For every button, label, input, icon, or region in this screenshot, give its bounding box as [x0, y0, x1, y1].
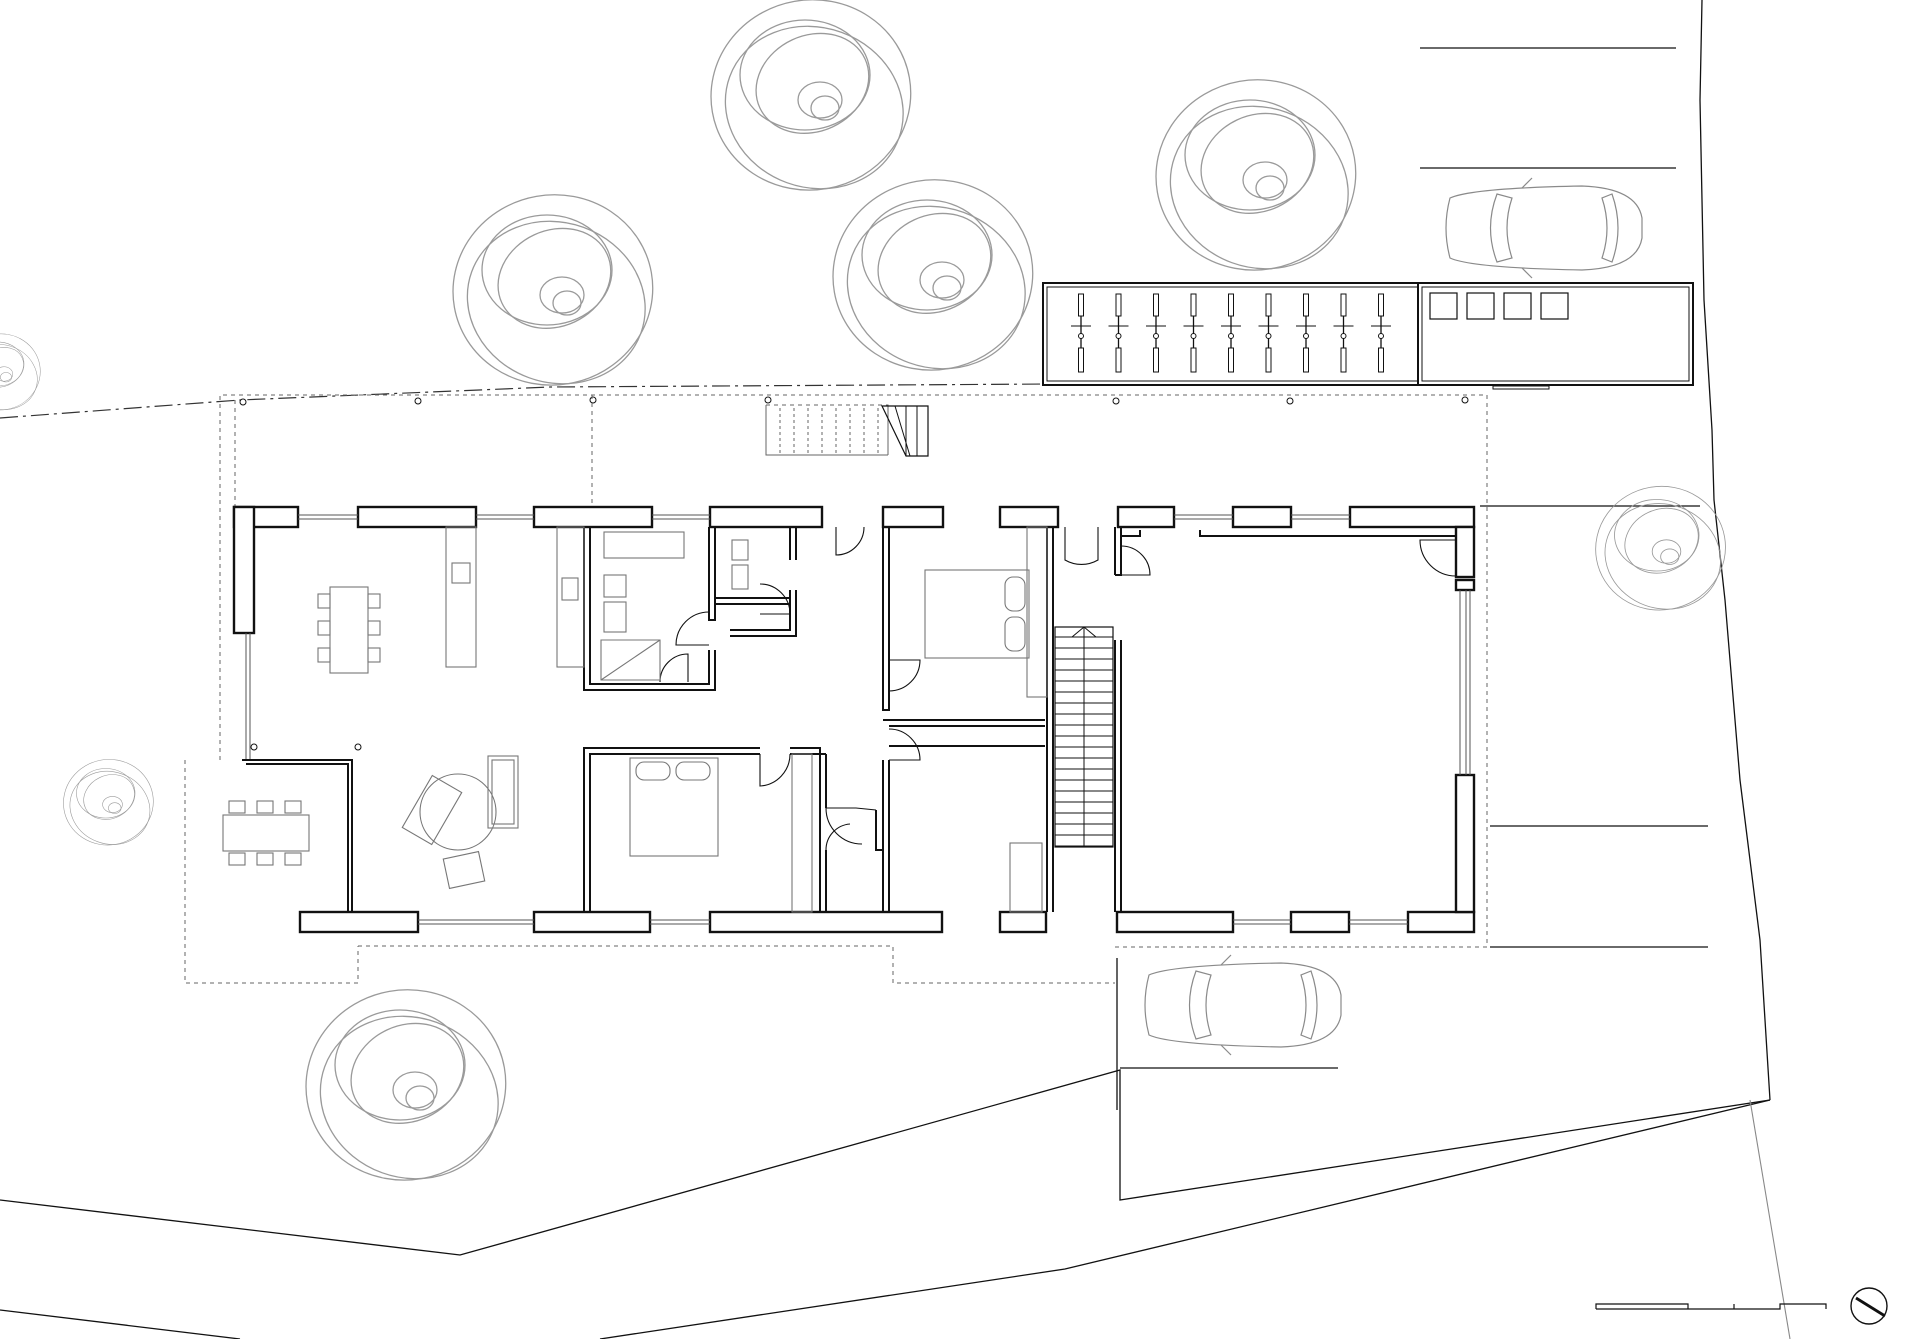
tree-symbol [1595, 485, 1726, 611]
tree-symbol [710, 0, 912, 191]
north-wall [232, 505, 1476, 635]
tree-symbol [832, 179, 1034, 371]
interior-walls [583, 527, 1456, 913]
bicycle-symbol [1183, 293, 1204, 373]
property-line [0, 383, 1490, 419]
survey-points [239, 396, 1469, 406]
bicycle-symbol [1296, 293, 1316, 373]
bicycle-symbol [1146, 293, 1166, 373]
east-wall [1454, 525, 1476, 914]
site-boundary-lines [0, 0, 1791, 1339]
south-wall [298, 910, 1476, 934]
north-arrow-icon [1850, 1287, 1888, 1325]
west-wall [242, 633, 353, 915]
trees [0, 0, 1726, 1181]
cars [1144, 177, 1643, 1056]
tree-symbol [63, 759, 154, 846]
bike-shed [1042, 282, 1694, 390]
columns [250, 743, 362, 751]
furniture [222, 526, 1048, 913]
bicycle-symbol [1333, 293, 1354, 373]
bins [1429, 292, 1569, 320]
outdoor-stair [765, 404, 929, 457]
bicycle-symbol [1371, 293, 1391, 373]
car-symbol [1445, 177, 1643, 279]
bicycle-symbol [1221, 293, 1241, 373]
main-stair [1054, 626, 1114, 848]
bicycle-symbol [1071, 293, 1091, 373]
terrace-outlines [184, 394, 1488, 984]
tree-symbol [305, 989, 507, 1181]
tree-symbol [0, 333, 41, 411]
doors [659, 526, 1457, 851]
bicycle-symbol [1108, 293, 1129, 373]
tree-symbol [1155, 79, 1357, 271]
bicycle-symbol [1258, 293, 1279, 373]
scale-bar [1595, 1303, 1827, 1310]
building [222, 505, 1476, 934]
bicycles [1071, 293, 1391, 373]
tree-symbol [452, 194, 654, 386]
car-symbol [1144, 954, 1342, 1056]
